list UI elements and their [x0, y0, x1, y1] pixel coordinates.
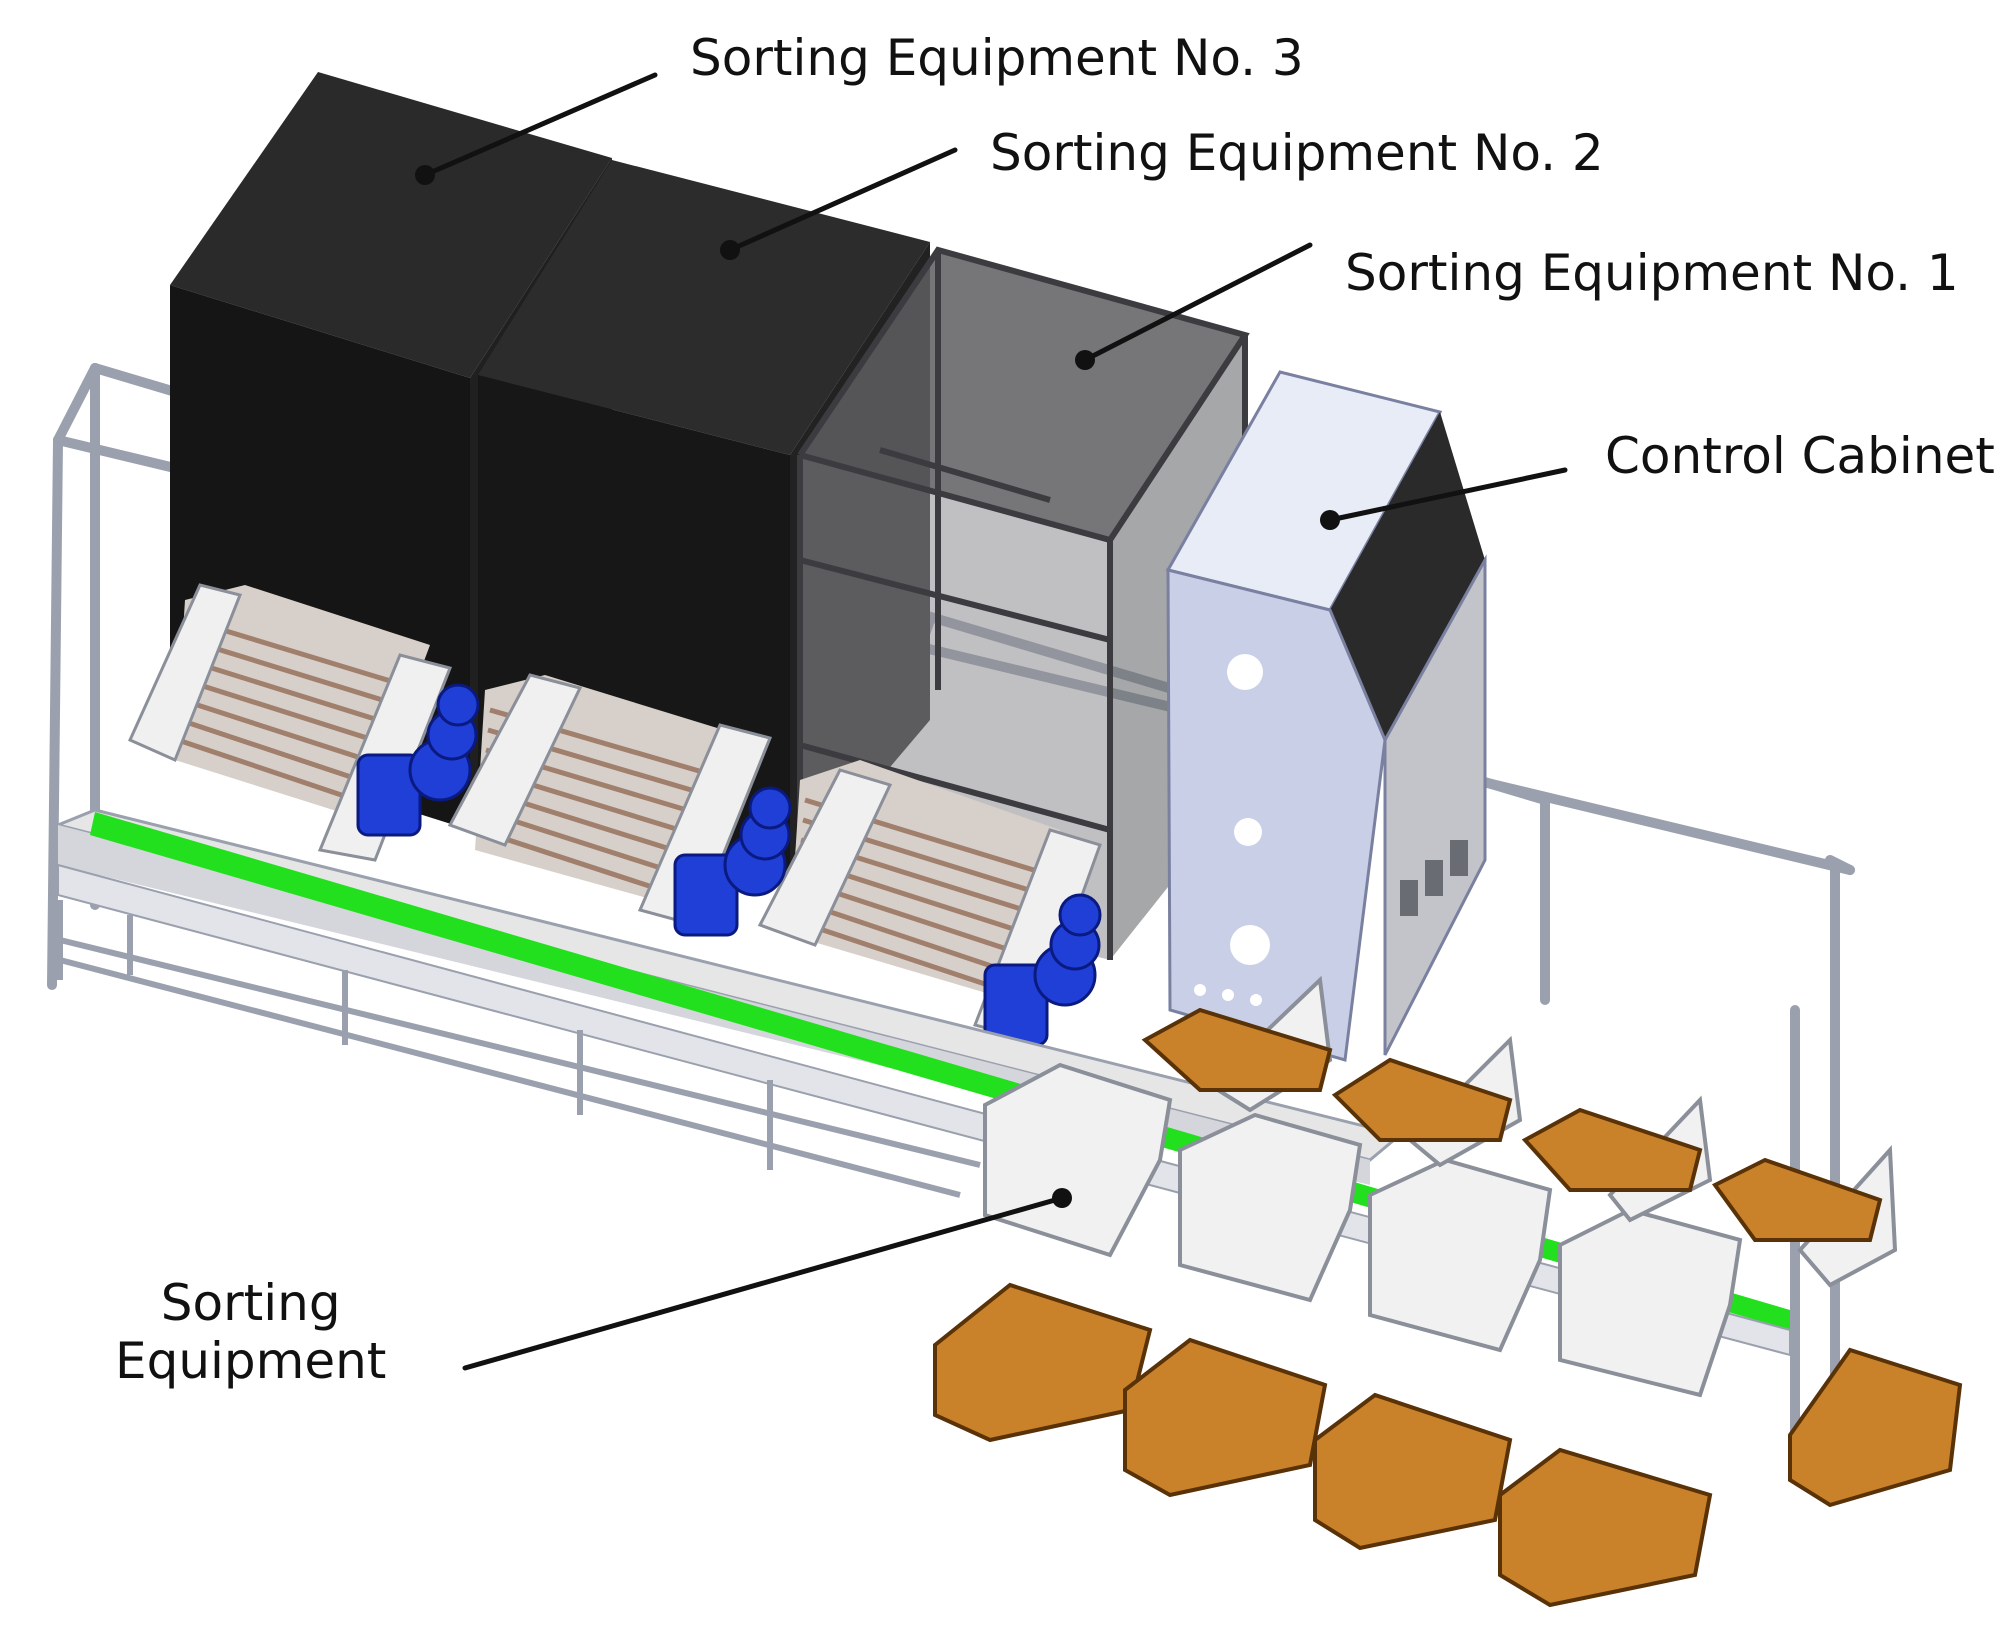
- leader-line-3: [422, 72, 658, 178]
- motor-icons: [356, 683, 1102, 1047]
- crate-5: [1788, 1347, 1963, 1508]
- crate-9: [1711, 1157, 1883, 1242]
- label-sorting-equipment-line1: Sorting: [160, 1274, 341, 1332]
- motor-1-icon: [356, 683, 480, 837]
- leader-line-1: [1082, 242, 1313, 363]
- crate-8: [1521, 1107, 1703, 1192]
- label-sorting-equipment-2: Sorting Equipment No. 2: [990, 124, 1604, 182]
- label-sorting-equipment-3: Sorting Equipment No. 3: [690, 29, 1304, 87]
- crate-6: [1141, 1007, 1333, 1092]
- label-sorting-equipment: Sorting Equipment: [115, 1274, 387, 1390]
- crate-3: [1313, 1392, 1513, 1551]
- motor-2-icon: [673, 786, 792, 937]
- motor-3-icon: [983, 893, 1102, 1047]
- label-sorting-equipment-line2: Equipment: [115, 1331, 387, 1390]
- chutes: [983, 975, 1898, 1398]
- leader-line-cabinet: [1327, 467, 1568, 523]
- leader-line-2: [727, 147, 958, 253]
- crate-1: [933, 1282, 1153, 1443]
- leader-line-sorting: [462, 1195, 1065, 1371]
- crate-7: [1331, 1057, 1513, 1142]
- crate-4: [1498, 1447, 1713, 1608]
- leader-lines: [422, 72, 1568, 1371]
- roller-conveyors: [128, 583, 1102, 1042]
- leader-dots: [415, 165, 1340, 1208]
- label-control-cabinet: Control Cabinet: [1605, 427, 1995, 485]
- crate-2: [1123, 1337, 1328, 1498]
- label-sorting-equipment-1: Sorting Equipment No. 1: [1345, 244, 1959, 302]
- crates: [933, 1007, 1963, 1608]
